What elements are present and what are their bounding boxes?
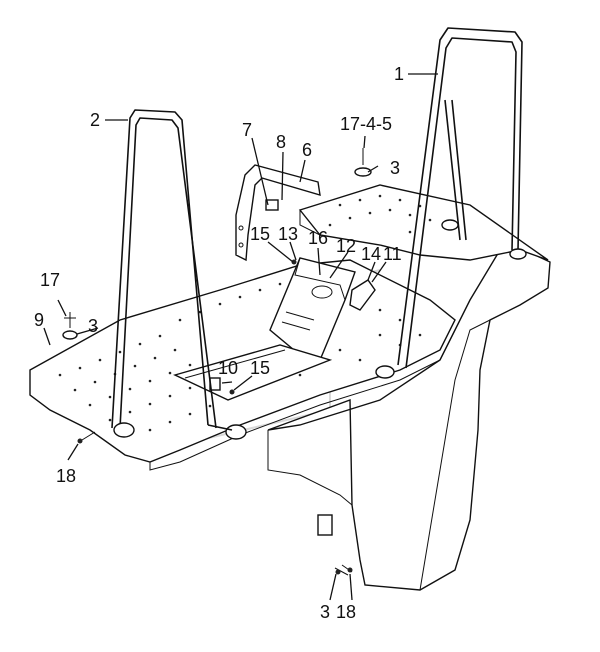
label-3-bottom: 3 bbox=[320, 602, 330, 622]
slide-rail bbox=[173, 344, 333, 401]
rear-perforations bbox=[328, 194, 432, 234]
floor-perforations bbox=[58, 282, 422, 432]
handrail-left bbox=[111, 109, 247, 440]
fasteners bbox=[62, 148, 372, 576]
label-8: 8 bbox=[276, 132, 286, 152]
label-18-left: 18 bbox=[56, 466, 76, 486]
label-17-4-5: 17-4-5 bbox=[340, 114, 392, 134]
leader-lines bbox=[43, 73, 438, 601]
label-17: 17 bbox=[40, 270, 60, 290]
label-15-top: 15 bbox=[250, 224, 270, 244]
callout-labels: 1 2 7 8 6 17-4-5 3 17 3 9 15 13 16 12 14… bbox=[34, 64, 404, 622]
seat-mount-bracket bbox=[269, 257, 376, 361]
label-15-bottom: 15 bbox=[250, 358, 270, 378]
label-7: 7 bbox=[242, 120, 252, 140]
label-9: 9 bbox=[34, 310, 44, 330]
label-16: 16 bbox=[308, 228, 328, 248]
label-14: 14 bbox=[361, 244, 381, 264]
label-18-bottom: 18 bbox=[336, 602, 356, 622]
label-13: 13 bbox=[278, 224, 298, 244]
handrail-right bbox=[375, 27, 527, 379]
label-10: 10 bbox=[218, 358, 238, 378]
label-12: 12 bbox=[336, 236, 356, 256]
label-6: 6 bbox=[302, 140, 312, 160]
label-3-left: 3 bbox=[88, 316, 98, 336]
label-2: 2 bbox=[90, 110, 100, 130]
label-3-top: 3 bbox=[390, 158, 400, 178]
label-11: 11 bbox=[383, 244, 402, 264]
label-1: 1 bbox=[394, 64, 404, 84]
